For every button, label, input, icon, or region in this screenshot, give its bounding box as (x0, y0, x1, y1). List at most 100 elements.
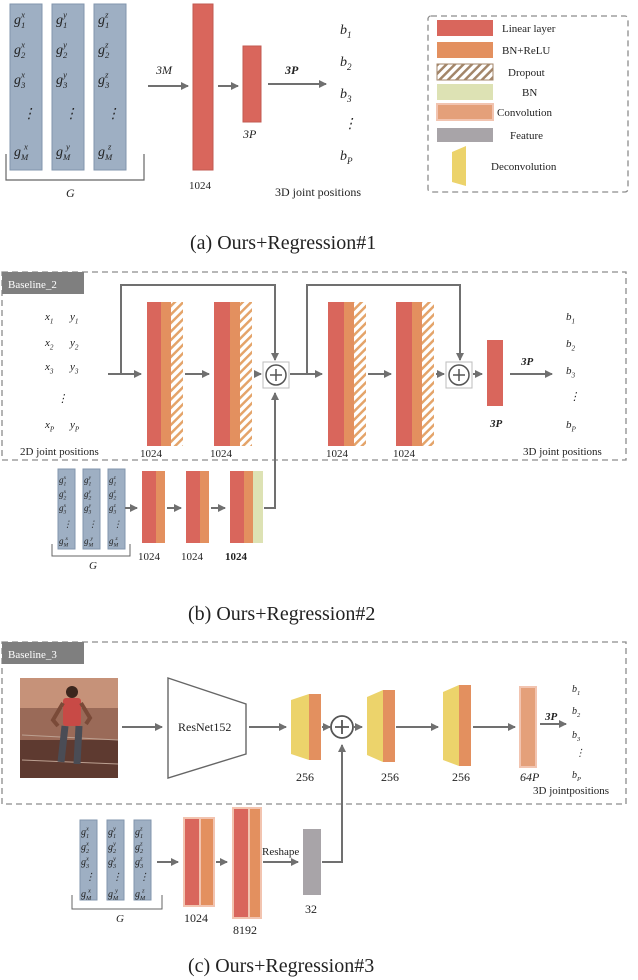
bnrelu-layer (344, 302, 354, 446)
matrix-entry: g2y (84, 489, 92, 502)
deconv-layer (291, 694, 309, 760)
matrix-column-z (133, 819, 152, 901)
dim-label: 64P (520, 770, 540, 784)
matrix-column-y (106, 819, 125, 901)
legend-box (427, 15, 629, 193)
caption: (c) Ours+Regression#3 (188, 955, 374, 977)
matrix-column-y (51, 3, 85, 171)
skip-connection (306, 284, 464, 374)
matrix-entry: ⋮ (88, 519, 97, 529)
hatched-swatch (436, 63, 494, 81)
person-head (66, 686, 78, 698)
matrix-column-z (93, 3, 127, 171)
input-item: ⋮ (57, 393, 68, 405)
conv-layer (519, 686, 537, 768)
matrix-entry: g3z (135, 856, 143, 871)
input-item: x1 (44, 311, 53, 325)
matrix-bracket (71, 895, 163, 910)
matrix-entry: g1y (84, 475, 92, 488)
output-item: ⋮ (575, 748, 585, 759)
output-item: bP (572, 770, 581, 783)
dropout-layer (422, 302, 434, 446)
panel-c: Baseline_3 ResNet152 256 256 256 (1, 641, 627, 977)
matrix-entry: g1y (56, 10, 67, 31)
legend-label: Linear layer (502, 23, 556, 35)
matrix-entry: ⋮ (85, 872, 95, 883)
arrow (264, 392, 279, 509)
dropout-layer (171, 302, 183, 446)
matrix-entry: ⋮ (22, 107, 36, 122)
matrix-entry: gMy (108, 888, 119, 903)
matrix-column-x (9, 3, 43, 171)
matrix-label: G (116, 913, 124, 925)
matrix-entry: gMx (81, 888, 92, 903)
baseline-tag (2, 642, 84, 664)
reshape-label: Reshape (262, 846, 299, 858)
dim-label: 1024 (189, 180, 212, 192)
add-op (262, 361, 290, 389)
person-arms (50, 701, 93, 728)
feature-swatch (437, 128, 493, 142)
input-item: y3 (69, 361, 79, 375)
output-caption: 3D jointpositions (533, 785, 609, 797)
output-item: b1 (566, 311, 575, 325)
matrix-entry: g2y (108, 841, 116, 856)
dim-label: 3P (489, 418, 503, 430)
matrix-entry: g2y (56, 40, 68, 61)
person-shirt (63, 698, 81, 726)
matrix-entry: g2z (109, 489, 117, 502)
plus-icon (335, 720, 349, 734)
arrow (322, 744, 346, 863)
matrix-column-x (79, 819, 98, 901)
bnrelu-layer (230, 302, 240, 446)
matrix-label: G (66, 186, 75, 200)
linear-layer-3p (487, 340, 503, 406)
output-caption: 3D joint positions (275, 185, 361, 199)
dim-label: 1024 (184, 911, 208, 925)
input-dim-label: 3M (155, 63, 173, 77)
bnrelu-layer (161, 302, 171, 446)
dim-label: 1024 (326, 448, 349, 460)
matrix-entry: gMy (84, 536, 94, 549)
caption: (a) Ours+Regression#1 (190, 232, 376, 254)
output-item: bP (340, 149, 353, 166)
output-item: bP (566, 419, 577, 433)
linear-layer (396, 302, 412, 446)
conv-swatch (436, 103, 494, 121)
output-dim-label: 3P (284, 63, 299, 77)
linear-layer-3p (242, 45, 262, 123)
matrix-entry: ⋮ (64, 107, 78, 122)
input-item: x2 (44, 337, 54, 351)
bnrelu-layer (156, 471, 165, 543)
dim-label: 256 (381, 770, 399, 784)
resnet-encoder (167, 677, 247, 779)
encoder-label: ResNet152 (178, 720, 231, 734)
input-item: xP (44, 419, 55, 433)
output-item: ⋮ (343, 117, 357, 132)
dim-label: 8192 (233, 923, 257, 937)
bnrelu-layer (199, 817, 215, 907)
matrix-entry: ⋮ (112, 872, 122, 883)
matrix-entry: gMy (56, 142, 71, 163)
baseline-box (1, 271, 627, 461)
legend-label: Dropout (508, 67, 545, 79)
input-photo (20, 678, 119, 778)
photo-floor-lines (21, 734, 119, 765)
deconv-layer (367, 690, 383, 762)
output-dim-label: 3P (544, 711, 558, 723)
baseline-tag-label: Baseline_2 (8, 279, 57, 291)
dim-label: 1024 (210, 448, 233, 460)
residual-block-1 (147, 302, 252, 446)
matrix-entry: g3z (109, 503, 117, 516)
matrix-entry: gMz (109, 536, 119, 549)
matrix-entry: gMz (135, 888, 146, 903)
matrix-entry: g1x (14, 10, 25, 31)
dropout-layer (240, 302, 252, 446)
